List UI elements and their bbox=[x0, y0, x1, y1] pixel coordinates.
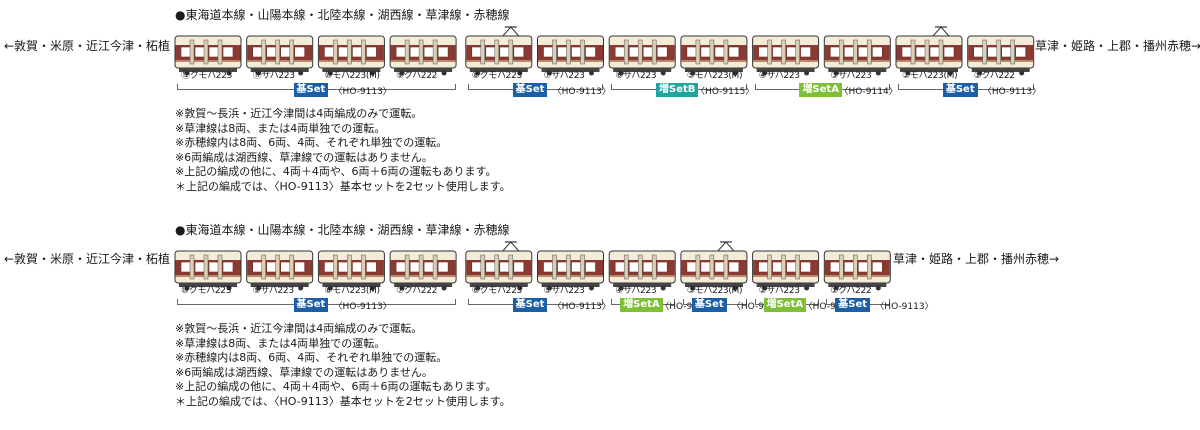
car-label: ③モハ223(M) bbox=[686, 286, 743, 296]
car-label: ⑤モハ223(M) bbox=[686, 71, 743, 81]
train-car-icon bbox=[174, 35, 242, 76]
train-car-icon bbox=[752, 250, 820, 291]
pantograph-icon bbox=[932, 26, 950, 37]
train-diagram bbox=[174, 241, 891, 291]
car-label: ⑨サハ223 bbox=[252, 286, 294, 296]
set-code: 〈HO-9113〉 bbox=[552, 302, 611, 312]
set-tag: 基Set bbox=[512, 83, 548, 97]
car-label: ⑦クハ222 bbox=[396, 286, 438, 296]
note-line: ＊上記の編成では、〈HO-9113〉基本セットを2セット使用します。 bbox=[175, 394, 511, 408]
train-car-icon bbox=[389, 35, 457, 76]
train-car-icon bbox=[823, 250, 891, 291]
note-line: ※上記の編成の他に、4両＋4両や、6両＋6両の運転もあります。 bbox=[175, 165, 497, 178]
right-direction: 草津・姫路・上郡・播州赤穂→ bbox=[1035, 39, 1200, 53]
set-tag: 増SetA bbox=[763, 298, 807, 312]
set-tag: 基Set bbox=[942, 83, 978, 97]
train-car-icon bbox=[317, 35, 385, 76]
note-line: ※草津線は8両、または4両単独での運転。 bbox=[175, 121, 386, 135]
note-line: ※赤穂線内は8両、6両、4両、それぞれ単独での運転。 bbox=[175, 136, 448, 149]
car-label: ⑥クモハ223 bbox=[471, 286, 522, 296]
train-car-icon bbox=[967, 35, 1035, 76]
set-tag: 増SetA bbox=[799, 83, 842, 97]
train-car-icon bbox=[537, 250, 604, 291]
notes: ※敦賀～長浜・近江今津間は4両編成のみで運転。※草津線は8両、または4両単独での… bbox=[175, 322, 511, 409]
right-direction: 草津・姫路・上郡・播州赤穂→ bbox=[893, 252, 1060, 266]
set-code: 〈HO-9113〉 bbox=[982, 87, 1042, 97]
formation-2: ●東海道本線・山陽本線・北陸本線・湖西線・草津線・赤穂線 ←敦賀・米原・近江今津… bbox=[0, 215, 1200, 430]
car-label: ⑪サハ223 bbox=[252, 71, 295, 81]
car-label: ⑧モハ223(M) bbox=[324, 286, 380, 296]
car-label: ④サハ223 bbox=[615, 286, 657, 296]
set-code: 〈HO-9115〉 bbox=[696, 87, 755, 97]
train-car-icon bbox=[174, 250, 242, 291]
set-tag: 基Set bbox=[293, 298, 329, 312]
car-label: ⑦サハ223 bbox=[543, 71, 585, 81]
set-tag: 増SetA bbox=[620, 298, 663, 312]
route-title: ●東海道本線・山陽本線・北陸本線・湖西線・草津線・赤穂線 bbox=[175, 8, 510, 22]
note-line: ※上記の編成の他に、4両＋4両や、6両＋6両の運転もあります。 bbox=[175, 380, 497, 393]
car-label: ⑨クハ222 bbox=[396, 71, 438, 81]
set-code: 〈HO-9113〉 bbox=[333, 302, 392, 312]
note-line: ※6両編成は湖西線、草津線での運転はありません。 bbox=[175, 150, 433, 164]
set-code: 〈HO-9114〉 bbox=[803, 302, 862, 312]
set-code: 〈HO-9114〉 bbox=[839, 87, 898, 97]
pantograph-icon bbox=[502, 26, 520, 37]
set-tag: 基Set bbox=[835, 298, 871, 312]
train-car-icon bbox=[752, 35, 820, 76]
car-label: ⑥サハ223 bbox=[615, 71, 657, 81]
note-line: ※敦賀～長浜・近江今津間は4両編成のみで運転。 bbox=[175, 107, 423, 120]
train-diagram bbox=[174, 26, 1035, 76]
train-car-icon bbox=[246, 250, 314, 291]
car-label: ①クハ222 bbox=[830, 286, 872, 296]
train-car-icon bbox=[246, 35, 314, 76]
train-car-icon bbox=[537, 35, 604, 76]
car-label: ①クハ222 bbox=[973, 71, 1015, 81]
train-car-icon bbox=[608, 250, 676, 291]
car-label: ②モハ223(M) bbox=[902, 71, 958, 81]
train-car-icon bbox=[895, 35, 963, 76]
car-label: ⑩モハ223(M) bbox=[324, 71, 380, 81]
train-car-icon bbox=[389, 250, 457, 291]
car-label: ②サハ223 bbox=[758, 286, 800, 296]
set-code: 〈HO-9113〉 bbox=[731, 302, 791, 312]
car-label: ⑤サハ223 bbox=[543, 286, 585, 296]
note-line: ＊上記の編成では、〈HO-9113〉基本セットを2セット使用します。 bbox=[175, 179, 511, 193]
left-direction: ←敦賀・米原・近江今津・柘植 bbox=[4, 252, 171, 266]
set-tag: 基Set bbox=[512, 298, 548, 312]
formation-1: ●東海道本線・山陽本線・北陸本線・湖西線・草津線・赤穂線 ←敦賀・米原・近江今津… bbox=[4, 8, 1200, 194]
car-label: ③サハ223 bbox=[830, 71, 872, 81]
train-car-icon bbox=[680, 250, 748, 291]
set-code: 〈HO-9114〉 bbox=[660, 302, 719, 312]
note-line: ※敦賀～長浜・近江今津間は4両編成のみで運転。 bbox=[175, 322, 423, 335]
train-car-icon bbox=[465, 250, 533, 291]
set-tag: 基Set bbox=[691, 298, 727, 312]
train-car-icon bbox=[465, 35, 533, 76]
train-car-icon bbox=[317, 250, 385, 291]
car-label: ⑫クモハ223 bbox=[181, 71, 233, 81]
car-label: ⑩クモハ223 bbox=[181, 286, 232, 296]
note-line: ※草津線は8両、または4両単独での運転。 bbox=[175, 336, 386, 350]
route-title: ●東海道本線・山陽本線・北陸本線・湖西線・草津線・赤穂線 bbox=[175, 223, 510, 237]
pantograph-icon bbox=[502, 241, 520, 252]
pantograph-icon bbox=[717, 241, 735, 252]
car-label: ④サハ223 bbox=[758, 71, 800, 81]
set-code: 〈HO-9113〉 bbox=[552, 87, 611, 97]
train-car-icon bbox=[823, 35, 891, 76]
car-label: ⑧クモハ223 bbox=[471, 71, 522, 81]
notes: ※敦賀～長浜・近江今津間は4両編成のみで運転。※草津線は8両、または4両単独での… bbox=[175, 107, 511, 194]
note-line: ※6両編成は湖西線、草津線での運転はありません。 bbox=[175, 365, 433, 379]
set-code: 〈HO-9113〉 bbox=[875, 302, 934, 312]
set-tag: 基Set bbox=[293, 83, 329, 97]
train-car-icon bbox=[680, 35, 748, 76]
note-line: ※赤穂線内は8両、6両、4両、それぞれ単独での運転。 bbox=[175, 351, 448, 364]
set-code: 〈HO-9113〉 bbox=[333, 87, 392, 97]
train-car-icon bbox=[608, 35, 676, 76]
set-tag: 増SetB bbox=[656, 83, 699, 97]
left-direction: ←敦賀・米原・近江今津・柘植 bbox=[4, 39, 171, 53]
